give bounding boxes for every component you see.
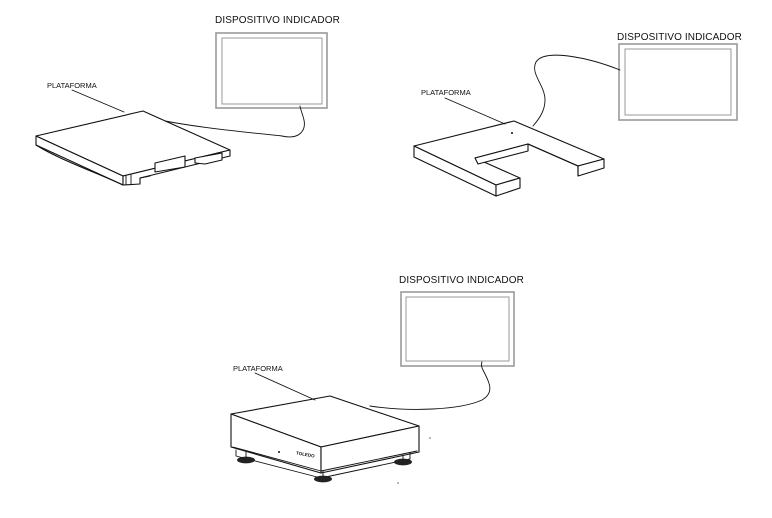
platform-leader-3 — [254, 372, 316, 401]
platform-label: PLATAFORMA — [421, 88, 471, 97]
platform-leader-2 — [444, 97, 506, 125]
indicator-cable-2 — [532, 54, 621, 127]
platform-label: PLATAFORMA — [233, 364, 283, 373]
bench-scale — [230, 395, 431, 484]
u-platform — [413, 120, 605, 197]
scene-bench-scale — [230, 291, 515, 484]
scene-u-platform — [413, 43, 738, 197]
indicator-cable-3 — [369, 361, 491, 410]
platform-leader-1 — [71, 89, 125, 113]
scene-flat-platform — [35, 32, 328, 186]
indicator-device-3 — [400, 291, 515, 367]
indicator-device-1 — [215, 32, 328, 109]
indicator-device-2 — [618, 43, 738, 121]
indicator-label: DISPOSITIVO INDICADOR — [617, 32, 742, 43]
flat-platform — [35, 110, 231, 186]
indicator-label: DISPOSITIVO INDICADOR — [215, 15, 340, 26]
indicator-cable-1 — [159, 105, 305, 138]
indicator-label: DISPOSITIVO INDICADOR — [399, 275, 524, 286]
platform-label: PLATAFORMA — [47, 81, 97, 90]
